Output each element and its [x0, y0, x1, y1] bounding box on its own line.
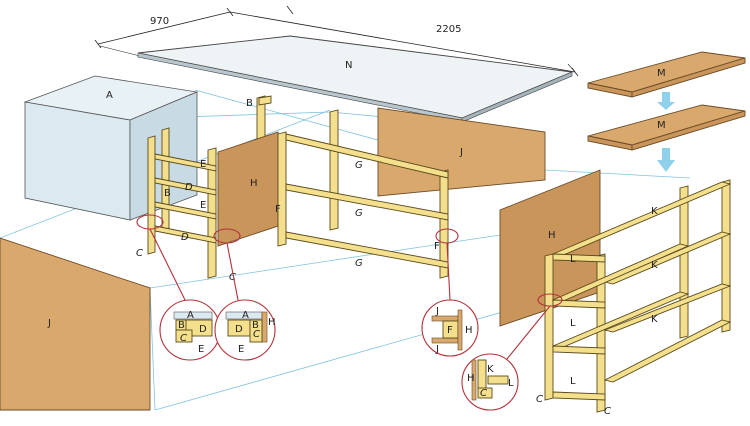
label-d-lower: D: [181, 232, 189, 243]
width-dimension-label: 970: [150, 16, 169, 27]
shelf-arrow-lower: [657, 148, 675, 172]
dimension-lines: 970 2205: [94, 5, 579, 77]
length-dimension-label: 2205: [436, 24, 461, 35]
label-b-top: B: [246, 98, 253, 109]
detail-callout-3: J F H J: [421, 299, 479, 357]
detail3-j-bottom: J: [435, 344, 439, 355]
label-h-right: H: [548, 230, 556, 241]
detail3-j-top: J: [435, 306, 439, 317]
label-m-lower: M: [657, 120, 666, 131]
label-c-mid: C: [229, 272, 236, 283]
label-h-left: H: [250, 178, 258, 189]
label-f-right: F: [434, 241, 440, 252]
detail1-c: C: [180, 333, 187, 344]
detail4-l: L: [508, 378, 514, 389]
detail2-c: C: [253, 329, 260, 340]
label-n: N: [345, 60, 352, 71]
label-m-upper: M: [657, 68, 666, 79]
label-k-1: K: [651, 206, 658, 217]
label-c-left: C: [136, 248, 143, 259]
detail3-h: H: [465, 325, 473, 336]
detail4-k: K: [487, 364, 494, 375]
label-a: A: [106, 90, 113, 101]
detail3-f: F: [447, 325, 453, 336]
detail4-h: H: [467, 373, 475, 384]
front-panel-j: J: [0, 237, 151, 411]
right-shelf-frame: K K K L L L C C: [536, 179, 732, 417]
shelves-m: M M: [587, 51, 746, 172]
label-l-1: L: [570, 254, 576, 265]
detail1-b: B: [178, 320, 185, 331]
box-a: A: [23, 75, 199, 221]
detail4-c: C: [480, 388, 487, 399]
long-frame: G G G F F: [275, 109, 449, 279]
detail1-e: E: [198, 344, 204, 355]
label-f-left: F: [275, 204, 281, 215]
label-e-upper: E: [200, 159, 206, 170]
label-j-front: J: [47, 318, 51, 329]
label-k-2: K: [651, 260, 658, 271]
label-c-right-2: C: [604, 406, 611, 417]
label-g-top: G: [355, 160, 363, 171]
label-c-right-1: C: [536, 394, 543, 405]
detail1-a: A: [187, 310, 194, 321]
detail2-e: E: [238, 344, 244, 355]
label-l-2: L: [570, 318, 576, 329]
detail-callout-2: A H D C B E: [214, 299, 276, 361]
label-k-3: K: [651, 314, 658, 325]
label-d-upper: D: [185, 182, 193, 193]
back-panel-j: J: [377, 107, 546, 197]
detail1-d: D: [199, 324, 207, 335]
label-j-back: J: [459, 147, 463, 158]
detail-callout-1: A B D C E: [159, 299, 221, 361]
label-l-3: L: [570, 376, 576, 387]
label-g-mid: G: [355, 208, 363, 219]
top-panel-n: N: [137, 35, 574, 123]
label-g-bottom: G: [355, 258, 363, 269]
label-b-side: B: [164, 188, 171, 199]
detail-callout-4: H K C L: [461, 353, 519, 411]
detail2-h: H: [268, 317, 276, 328]
shelf-arrow-upper: [657, 92, 675, 110]
detail2-d: D: [235, 324, 243, 335]
detail2-a: A: [242, 310, 249, 321]
label-e-lower: E: [200, 200, 206, 211]
detail2-b: B: [252, 320, 259, 331]
